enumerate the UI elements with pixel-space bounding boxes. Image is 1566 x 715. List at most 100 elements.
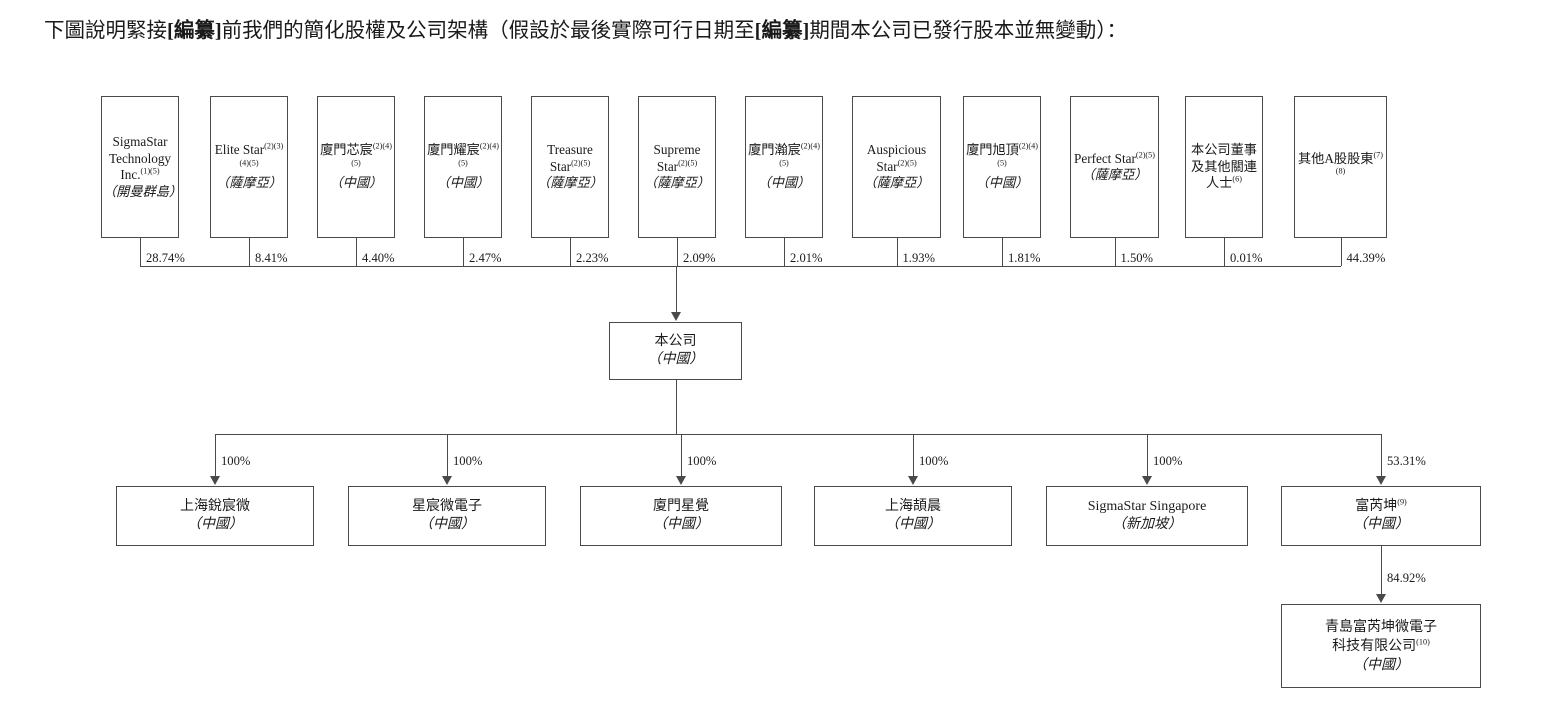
box-content: 本公司董事及其他關連人士(6)	[1186, 142, 1262, 192]
shareholder-box: Treasure Star(2)(5)（薩摩亞）	[531, 96, 609, 238]
footnote-marker: (2)(5)	[1135, 150, 1155, 160]
entity-name: Auspicious Star(2)(5)	[866, 142, 927, 174]
box-content: 廈門瀚宸(2)(4)(5)（中國）	[746, 142, 822, 192]
box-content: 廈門芯宸(2)(4)(5) （中國）	[318, 142, 394, 192]
entity-location: （中國）	[419, 517, 475, 532]
entity-name: Perfect Star(2)(5)	[1074, 150, 1155, 166]
heading-part-1: 下圖說明緊接	[44, 20, 167, 42]
ownership-percentage: 2.01%	[790, 251, 823, 265]
box-content: 上海銳宸微（中國）	[117, 498, 313, 534]
shareholder-box: SigmaStar Technology Inc.(1)(5)（開曼群島）	[101, 96, 183, 238]
box-content: 本公司 （中國）	[610, 333, 741, 369]
footnote-marker: (9)	[1397, 497, 1407, 507]
footnote-marker: (6)	[1232, 174, 1242, 184]
shareholder-box: 廈門耀宸(2)(4)(5)（中國）	[424, 96, 502, 238]
entity-location: （新加坡）	[1112, 517, 1182, 532]
subsidiary-arrow	[676, 476, 686, 485]
box-content: Elite Star(2)(3)(4)(5)（薩摩亞）	[211, 142, 287, 192]
shareholder-box: 其他A股股東(7)(8)	[1294, 96, 1387, 238]
box-content: Auspicious Star(2)(5)（薩摩亞）	[853, 142, 940, 192]
ownership-percentage: 28.74%	[146, 251, 185, 265]
shareholder-connector	[463, 238, 464, 266]
footnote-marker: (2)(5)	[678, 158, 698, 168]
ownership-percentage: 8.41%	[255, 251, 288, 265]
shareholder-box: Elite Star(2)(3)(4)(5)（薩摩亞）	[210, 96, 288, 238]
box-content: SigmaStar Singapore（新加坡）	[1047, 498, 1247, 534]
subsidiary-percentage: 100%	[221, 454, 251, 468]
entity-name: 本公司	[654, 334, 697, 349]
shareholder-connector	[784, 238, 785, 266]
entity-location: （中國）	[329, 175, 383, 191]
subsidiary-percentage: 100%	[919, 454, 949, 468]
box-content: 廈門耀宸(2)(4)(5)（中國）	[425, 142, 501, 192]
subsidiary-bus-line	[215, 434, 1381, 435]
shareholder-connector	[896, 238, 898, 266]
box-content: 上海頡晨 （中國）	[815, 498, 1011, 534]
footnote-marker: (2)(5)	[571, 158, 591, 168]
entity-location: （中國）	[653, 517, 709, 532]
footnote-marker: (2)(4)(5)	[351, 141, 392, 168]
entity-name: 富芮坤(9)	[1355, 497, 1407, 514]
subsidiary-arrow	[908, 476, 918, 485]
bus-to-company-arrow	[670, 312, 681, 321]
ownership-percentage: 0.01%	[1230, 251, 1263, 265]
entity-location: （中國）	[647, 352, 704, 367]
subsidiary-arrow	[442, 476, 452, 485]
company-to-subsidiary-line	[675, 380, 677, 434]
subsidiary-percentage: 100%	[687, 454, 717, 468]
subsidiary-connector	[681, 434, 682, 476]
subsidiary-box: 上海頡晨 （中國）	[814, 486, 1012, 546]
entity-location: （薩摩亞）	[863, 175, 930, 191]
box-content: 星宸微電子 （中國）	[349, 498, 545, 534]
shareholder-box: Supreme Star(2)(5)（薩摩亞）	[638, 96, 716, 238]
entity-name: 上海頡晨	[885, 499, 941, 514]
shareholder-connector	[570, 238, 571, 266]
subsidiary-box: 富芮坤(9) （中國）	[1281, 486, 1481, 546]
footnote-marker: (10)	[1416, 636, 1430, 646]
entity-name-line-2: 科技有限公司(10)	[1332, 636, 1430, 654]
entity-name: SigmaStar Technology Inc.(1)(5)	[108, 134, 172, 182]
shareholder-connector	[356, 238, 357, 266]
subsidiary-arrow	[1376, 476, 1386, 485]
heading-bracket-2: [編纂]	[754, 20, 810, 42]
box-content: 富芮坤(9) （中國）	[1282, 498, 1480, 534]
entity-location: （開曼群島）	[103, 183, 183, 199]
tier4-percentage: 84.92%	[1387, 571, 1426, 585]
entity-location: （中國）	[1353, 517, 1409, 532]
shareholder-box: Auspicious Star(2)(5)（薩摩亞）	[852, 96, 941, 238]
tier4-arrow	[1376, 594, 1386, 603]
box-content: 廈門旭頂(2)(4)(5)（中國）	[964, 142, 1040, 192]
ownership-percentage: 2.23%	[576, 251, 609, 265]
entity-name: 廈門旭頂(2)(4)(5)	[966, 141, 1038, 168]
subsidiary-connector	[913, 434, 914, 476]
entity-name: 星宸微電子	[412, 499, 482, 514]
subsidiary-box: 上海銳宸微（中國）	[116, 486, 314, 546]
subsidiary-percentage: 100%	[1153, 454, 1183, 468]
entity-name: 廈門瀚宸(2)(4)(5)	[748, 141, 820, 168]
ownership-percentage: 44.39%	[1346, 251, 1386, 265]
shareholder-box: 廈門瀚宸(2)(4)(5)（中國）	[745, 96, 823, 238]
subsidiary-connector	[447, 434, 448, 476]
footnote-marker: (2)(5)	[897, 158, 917, 168]
box-content: SigmaStar Technology Inc.(1)(5)（開曼群島）	[102, 134, 183, 200]
subsidiary-arrow	[1142, 476, 1152, 485]
box-content: 青島富芮坤微電子科技有限公司(10)（中國）	[1282, 618, 1480, 675]
subsidiary-arrow	[210, 476, 220, 485]
entity-name: Supreme Star(2)(5)	[653, 142, 701, 174]
entity-name-line-1: 青島富芮坤微電子	[1325, 619, 1437, 635]
entity-name: 廈門芯宸(2)(4)(5)	[320, 141, 392, 168]
subsidiary-box: 廈門星覺（中國）	[580, 486, 782, 546]
footnote-marker: (2)(3)(4)(5)	[239, 141, 284, 168]
footnote-marker: (1)(5)	[140, 166, 160, 176]
entity-location: （薩摩亞）	[537, 175, 603, 191]
shareholder-connector	[1224, 238, 1225, 266]
subsidiary-percentage: 53.31%	[1387, 454, 1426, 468]
shareholder-connector	[140, 238, 141, 266]
subsidiary-box: 星宸微電子 （中國）	[348, 486, 546, 546]
ownership-percentage: 2.09%	[683, 251, 716, 265]
entity-location: （中國）	[885, 517, 941, 532]
entity-location: （中國）	[436, 175, 490, 191]
footnote-marker: (2)(4)(5)	[779, 141, 820, 168]
subsidiary-connector	[215, 434, 216, 476]
box-content: Treasure Star(2)(5)（薩摩亞）	[532, 142, 608, 192]
